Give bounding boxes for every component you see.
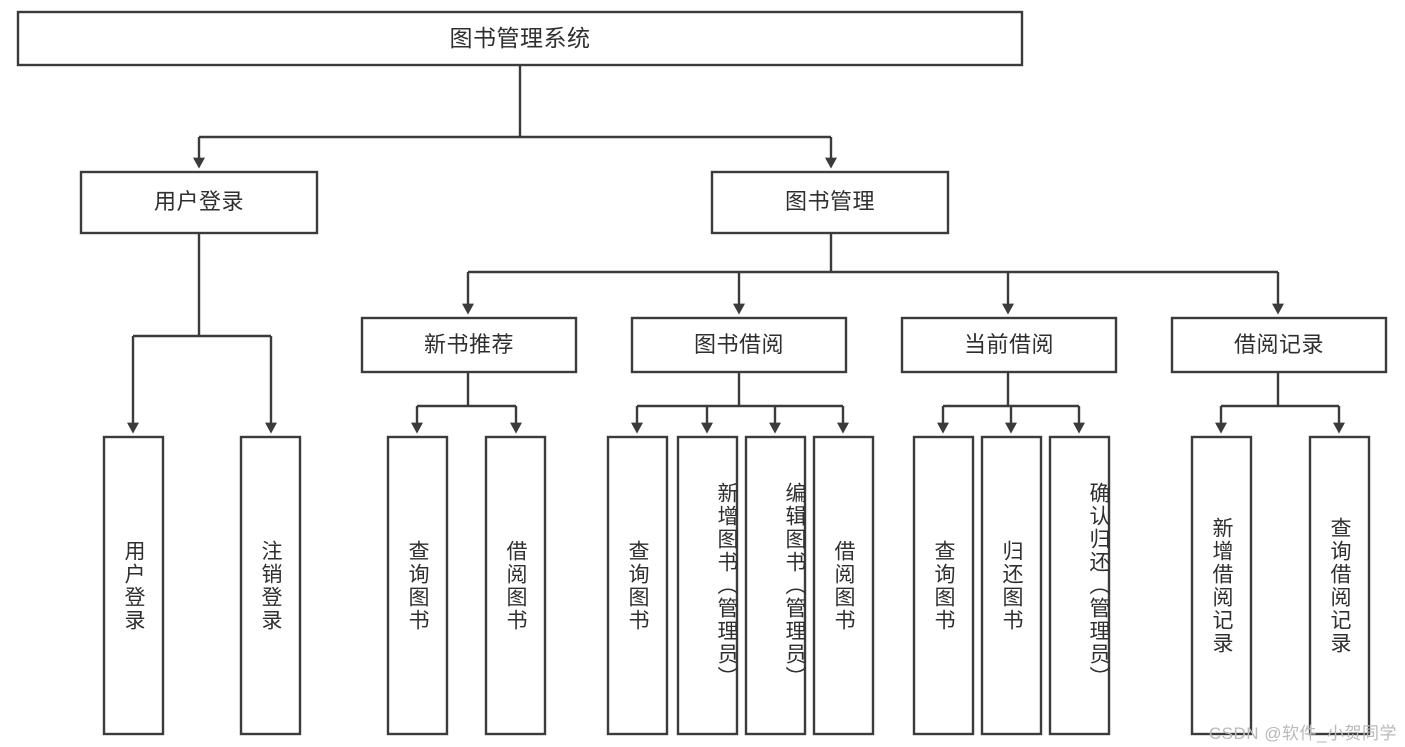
connector-root-to-level2 bbox=[193, 65, 837, 169]
connector-borrow-record-to-leaves bbox=[1215, 372, 1345, 434]
connector-current-borrow-to-leaves bbox=[937, 372, 1085, 434]
leaf-box-confirm-return[interactable] bbox=[1048, 435, 1111, 736]
leaf-box-query-book-2[interactable] bbox=[606, 435, 669, 736]
leaf-box-return-book[interactable] bbox=[980, 435, 1043, 736]
leaf-box-query-book-3[interactable] bbox=[912, 435, 975, 736]
node-box-root[interactable] bbox=[16, 10, 1024, 67]
leaf-box-add-book[interactable] bbox=[676, 435, 739, 736]
leaf-box-borrow-book-1[interactable] bbox=[484, 435, 547, 736]
connector-book-borrow-to-leaves bbox=[631, 372, 849, 434]
node-box-book-manage[interactable] bbox=[710, 170, 950, 235]
connector-new-book-to-leaves bbox=[411, 372, 522, 434]
node-box-book-borrow[interactable] bbox=[630, 316, 848, 374]
node-box-borrow-record[interactable] bbox=[1170, 316, 1388, 374]
leaf-box-borrow-book-2[interactable] bbox=[812, 435, 875, 736]
leaf-box-add-record[interactable] bbox=[1190, 435, 1253, 736]
watermark-text: CSDN @软件_小贺同学 bbox=[1208, 724, 1397, 743]
node-box-current-borrow[interactable] bbox=[900, 316, 1118, 374]
leaf-box-edit-book[interactable] bbox=[744, 435, 807, 736]
connector-book-manage-to-level3 bbox=[462, 233, 1284, 315]
leaf-box-query-record[interactable] bbox=[1308, 435, 1371, 736]
node-box-user-login[interactable] bbox=[79, 170, 319, 235]
leaf-box-query-book-1[interactable] bbox=[386, 435, 449, 736]
connector-user-login-to-leaves bbox=[127, 233, 277, 434]
node-box-new-book-rec[interactable] bbox=[360, 316, 578, 374]
leaf-box-user-login[interactable] bbox=[102, 435, 165, 736]
leaf-box-logout[interactable] bbox=[239, 435, 302, 736]
